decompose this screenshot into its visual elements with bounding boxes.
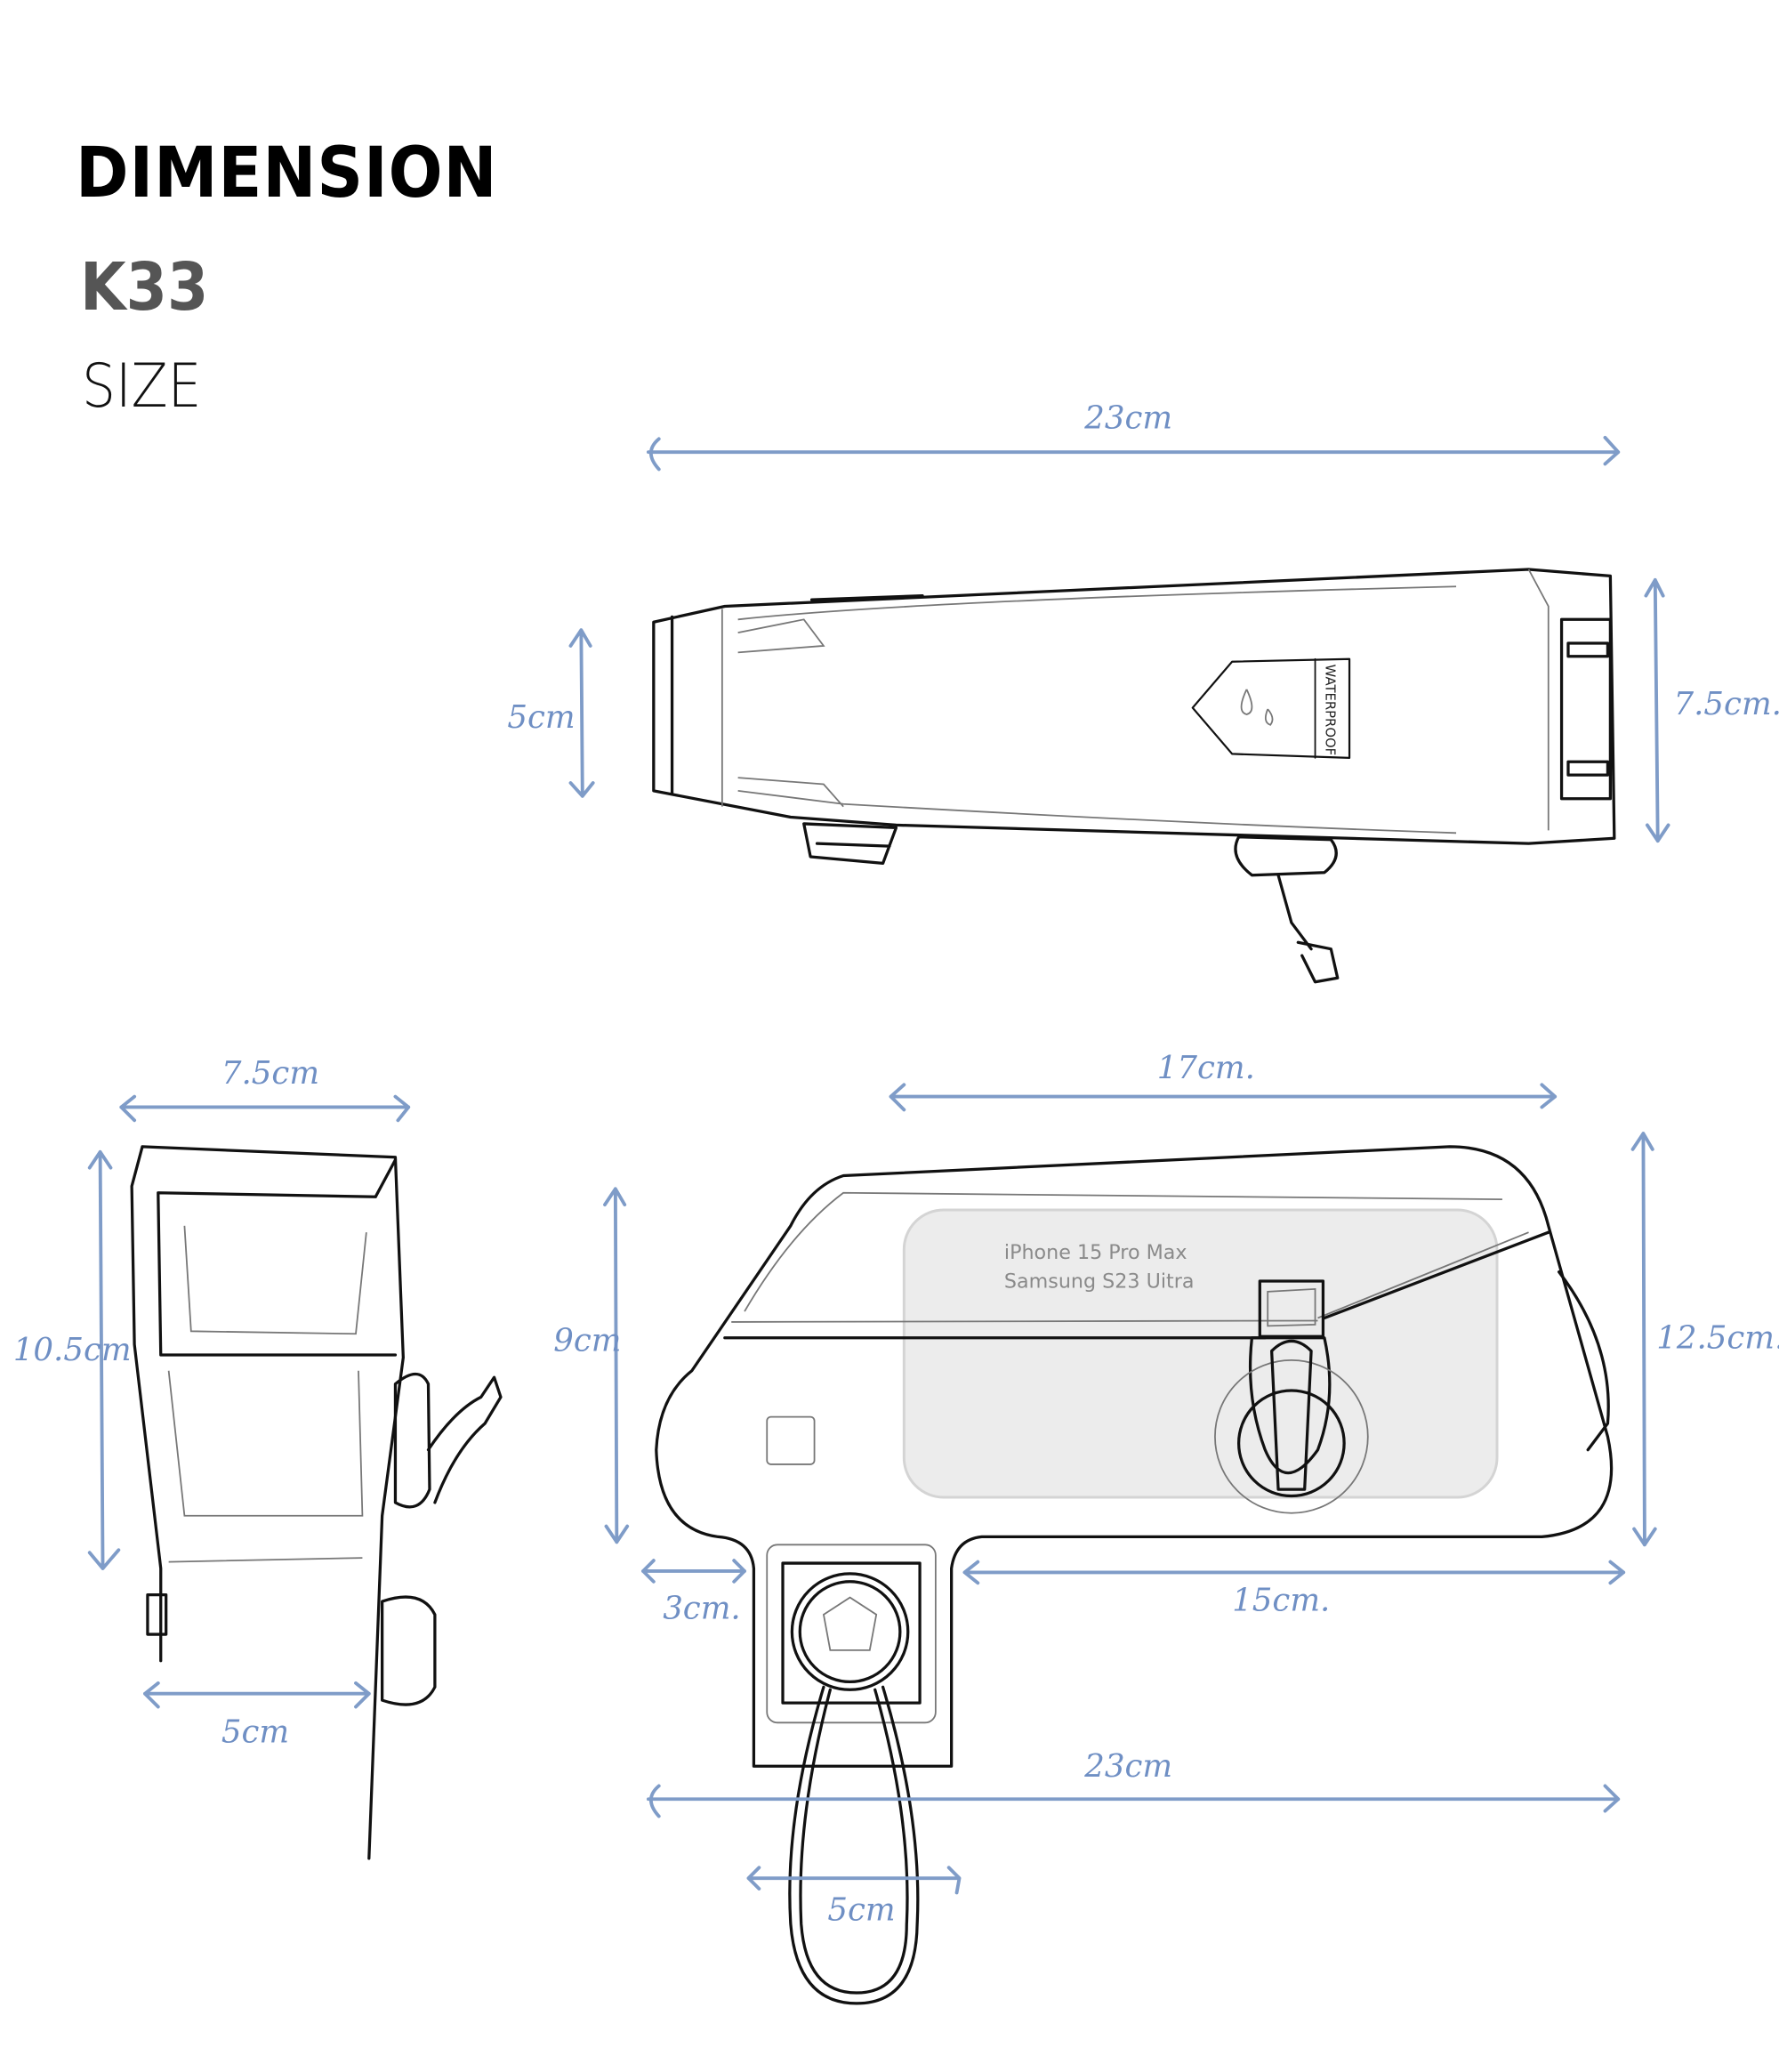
side-right-height-dimension: 12.5cm. [1630,1132,1779,1547]
dimension-label: 5cm [507,699,575,736]
front-bottom-width-dimension: 5cm [143,1681,371,1751]
dimension-label: 17cm. [1157,1050,1255,1086]
dimension-label: 9cm [553,1323,621,1359]
side-view-drawing: iPhone 15 Pro Max Samsung S23 Uitra [655,1145,1614,2005]
bottom-span-dimension: 15cm. [962,1560,1626,1618]
dimension-label: 12.5cm. [1656,1320,1779,1357]
phone-compat-1: iPhone 15 Pro Max [1004,1241,1187,1264]
phone-outline [902,1208,1499,1499]
mount-plate [781,1561,922,1705]
mount-offset-dimension: 3cm. [641,1559,746,1626]
top-view-drawing: WATERPROOF [652,568,1616,984]
dimension-label: 10.5cm [13,1332,132,1368]
dimension-label: 5cm [827,1892,895,1929]
dimension-label: 7.5cm. [1674,686,1779,722]
section-subtitle: SIZE [82,351,202,422]
front-view-drawing [130,1145,503,1860]
front-top-width-dimension: 7.5cm [119,1055,411,1123]
waterproof-badge: WATERPROOF [1191,657,1351,759]
page-title: DIMENSION [76,133,498,214]
dimension-label: 5cm [221,1714,289,1751]
waterproof-text: WATERPROOF [1322,665,1337,755]
dimension-label: 23cm [1083,399,1172,436]
model-name: K33 [80,249,209,326]
phone-compat-2: Samsung S23 Uitra [1004,1270,1195,1293]
front-height-dimension: 10.5cm [13,1149,132,1570]
dimension-label: 7.5cm [221,1055,319,1092]
top-length-dimension: 23cm [646,399,1621,472]
top-left-height-dimension: 5cm [507,628,595,798]
side-total-length-dimension: 23cm [646,1748,1621,1818]
dimension-label: 23cm [1083,1748,1172,1785]
side-top-length-dimension: 17cm. [889,1050,1558,1112]
top-right-height-dimension: 7.5cm. [1644,577,1779,843]
dimension-label: 15cm. [1232,1582,1330,1618]
side-left-height-dimension: 9cm [553,1187,630,1544]
dimension-label: 3cm. [663,1590,741,1626]
strap-width-dimension: 5cm [746,1866,962,1929]
